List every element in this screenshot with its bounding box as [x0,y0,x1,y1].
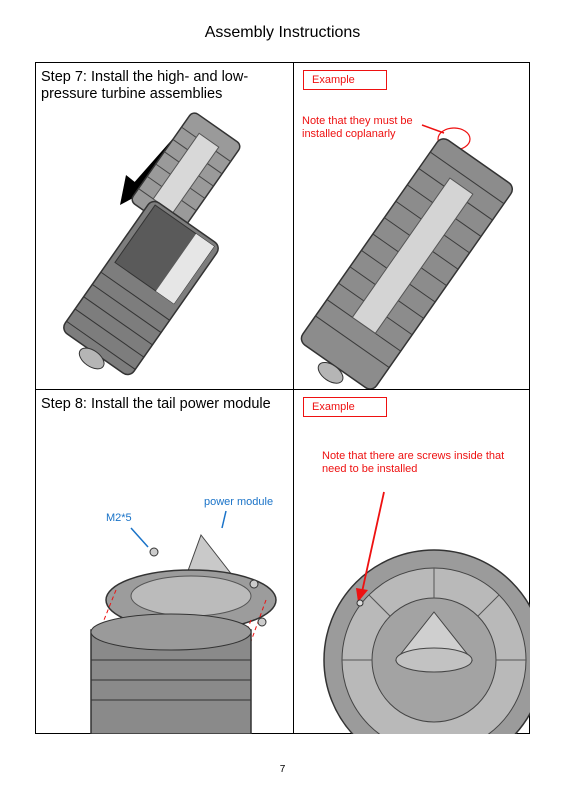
grid-divider-vertical [293,63,294,733]
step7-example-panel: Example Note that they must be installed… [294,63,530,389]
power-module-label: power module [204,496,274,508]
page-number: 7 [279,764,286,775]
step7-example-label: Example [303,70,387,90]
step7-panel: Step 7: Install the high- and low-pressu… [36,63,293,389]
step8-example-illustration [323,491,530,734]
step8-example-panel: Example Note that there are screws insid… [294,390,530,734]
page-title: Assembly Instructions [204,24,361,41]
step8-example-label: Example [303,397,387,417]
step8-note: Note that there are screws inside that n… [322,450,505,475]
step7-illustration [63,112,241,376]
screw-label: M2*5 [106,512,132,524]
step8-panel: Step 8: Install the tail power module M2… [36,390,293,734]
step8-illustration [90,510,277,734]
instruction-grid: Step 7: Install the high- and low-pressu… [35,62,530,734]
step7-note: Note that they must be installed coplana… [302,115,413,140]
step7-example-illustration [300,124,514,389]
step8-title: Step 8: Install the tail power module [41,396,271,412]
step7-title: Step 7: Install the high- and low-pressu… [41,69,249,102]
grid-divider-horizontal [36,389,529,390]
